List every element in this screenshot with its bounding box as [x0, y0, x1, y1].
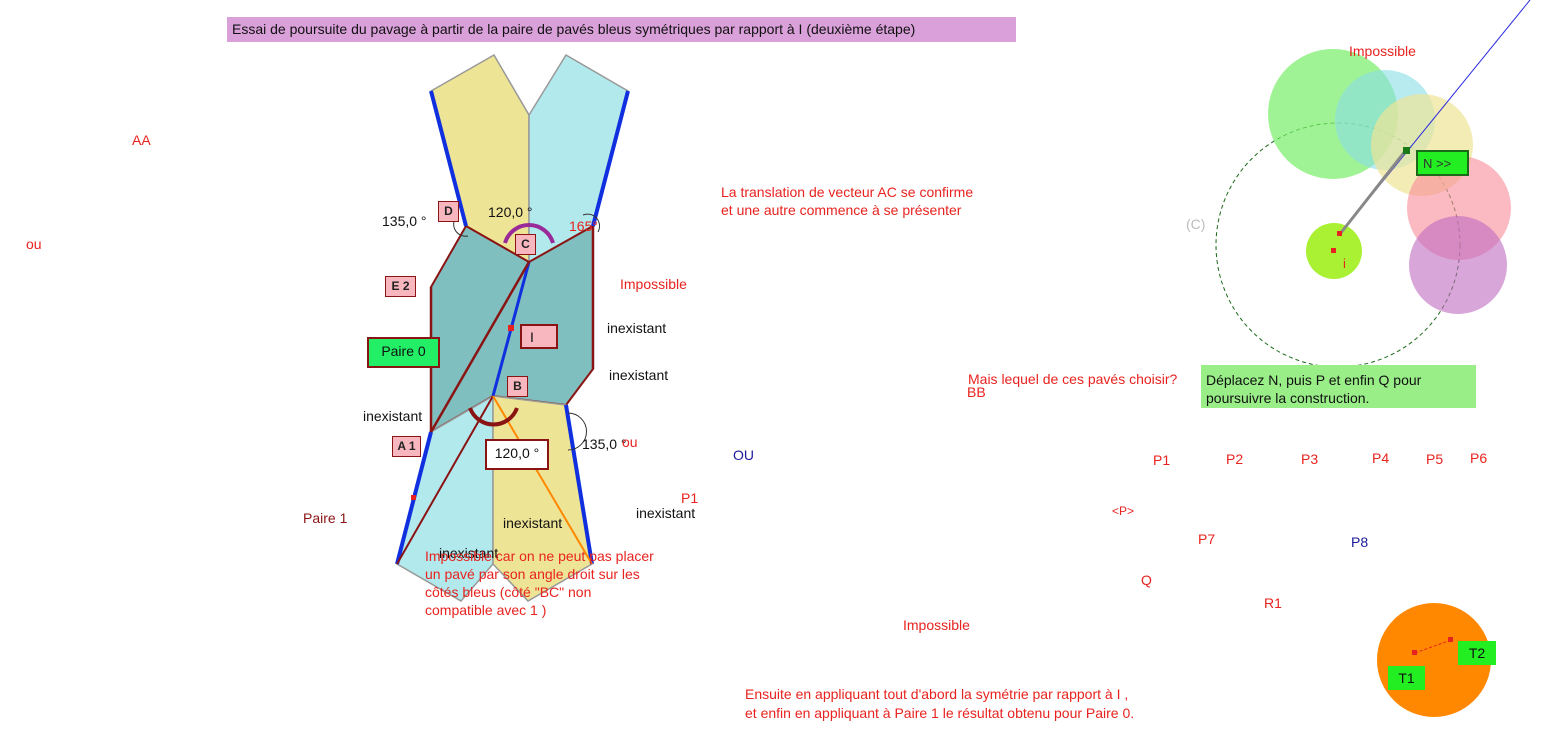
point-p8[interactable]: P8 [1351, 534, 1369, 550]
point-n-marker[interactable] [1403, 147, 1410, 154]
point-t2-marker[interactable] [1448, 637, 1453, 642]
point-p-marker[interactable]: <P> [1112, 504, 1135, 518]
label-impossible-3: Impossible [903, 617, 970, 633]
point-p2[interactable]: P2 [1226, 451, 1244, 467]
note-impossible-1: Impossible car on ne peut pas placer [425, 548, 654, 564]
instruction-box: Déplacez N, puis P et enfin Q pour pours… [1201, 365, 1476, 408]
blue-edge-bottom-right [564, 404, 594, 565]
blue-edge-top-left [429, 90, 468, 227]
circle-purple [1409, 216, 1507, 314]
n-button[interactable]: N >> [1416, 150, 1469, 176]
label-bb: BB [967, 384, 986, 400]
angle-arc-b [468, 407, 519, 427]
point-c-label[interactable]: C [515, 234, 536, 255]
paire0-button[interactable]: Paire 0 [367, 337, 440, 368]
angle-120-top: 120,0 ° [488, 204, 533, 220]
label-circle-c: (C) [1186, 216, 1206, 232]
label-ou-left: ou [26, 236, 42, 252]
t1-button[interactable]: T1 [1388, 666, 1425, 690]
angle-135-bottom: 135,0 ° [582, 436, 627, 452]
label-aa: AA [132, 132, 151, 148]
t2-button[interactable]: T2 [1458, 641, 1496, 665]
note-ensuite-2: et enfin en appliquant à Paire 1 le résu… [745, 705, 1135, 721]
label-point-i: i [1343, 256, 1346, 271]
point-mid-marker[interactable] [411, 495, 416, 500]
angle-arc-135-bottom [567, 412, 587, 451]
point-p3[interactable]: P3 [1301, 451, 1319, 467]
point-i-marker[interactable] [508, 325, 514, 331]
point-d-label[interactable]: D [438, 201, 459, 222]
angle-arc-c [503, 223, 555, 244]
label-impossible-top: Impossible [1349, 43, 1416, 59]
point-i-small2[interactable] [1331, 248, 1336, 253]
note-impossible-3: côtés bleus (côté "BC" non [425, 584, 592, 600]
point-i-small[interactable] [1337, 231, 1342, 236]
point-p1[interactable]: P1 [1153, 452, 1171, 468]
point-i-label[interactable]: I [520, 324, 558, 349]
segment-in [1338, 149, 1408, 235]
note-ensuite-1: Ensuite en appliquant tout d'abord la sy… [745, 686, 1129, 702]
angle-arc-165 [582, 213, 601, 233]
label-p1-left: P1 [681, 490, 699, 506]
note-translation-1: La translation de vecteur AC se confirme [721, 184, 974, 200]
point-r1[interactable]: R1 [1264, 595, 1282, 611]
point-a1-label[interactable]: A 1 [392, 436, 421, 457]
point-p5[interactable]: P5 [1426, 451, 1444, 467]
page-title: Essai de poursuite du pavage à partir de… [227, 17, 1016, 42]
angle-165: 165° [569, 218, 598, 234]
label-inexistant-1: inexistant [607, 320, 667, 336]
vector-a1b [396, 395, 494, 565]
point-p7[interactable]: P7 [1198, 531, 1216, 547]
point-p6[interactable]: P6 [1470, 450, 1488, 466]
note-impossible-4: compatible avec 1 ) [425, 602, 547, 618]
label-paire1[interactable]: Paire 1 [303, 510, 348, 526]
label-inexistant-5: inexistant [503, 515, 563, 531]
label-inexistant-4: inexistant [636, 505, 696, 521]
point-p4[interactable]: P4 [1372, 450, 1390, 466]
vector-orange [492, 395, 593, 565]
label-inexistant-3: inexistant [363, 408, 423, 424]
angle-120-bottom: 120,0 ° [485, 439, 549, 470]
label-ou-mid: OU [733, 447, 754, 463]
note-translation-2: et une autre commence à se présenter [721, 202, 962, 218]
vector-ac [429, 261, 531, 433]
angle-135-top: 135,0 ° [382, 213, 427, 229]
blue-edge-top-right [591, 90, 630, 227]
note-impossible-2: un pavé par son angle droit sur les [425, 566, 640, 582]
label-inexistant-6: inexistant [439, 545, 499, 561]
point-e2-label[interactable]: E 2 [385, 276, 416, 297]
label-ou-small: ou [622, 434, 638, 450]
point-t1-marker[interactable] [1412, 650, 1417, 655]
segment-t [1414, 639, 1452, 654]
point-b-label[interactable]: B [507, 376, 528, 397]
question-text: Mais lequel de ces pavés choisir? [968, 371, 1178, 387]
label-inexistant-2: inexistant [609, 367, 669, 383]
point-q[interactable]: Q [1141, 572, 1152, 588]
label-impossible-1: Impossible [620, 276, 687, 292]
